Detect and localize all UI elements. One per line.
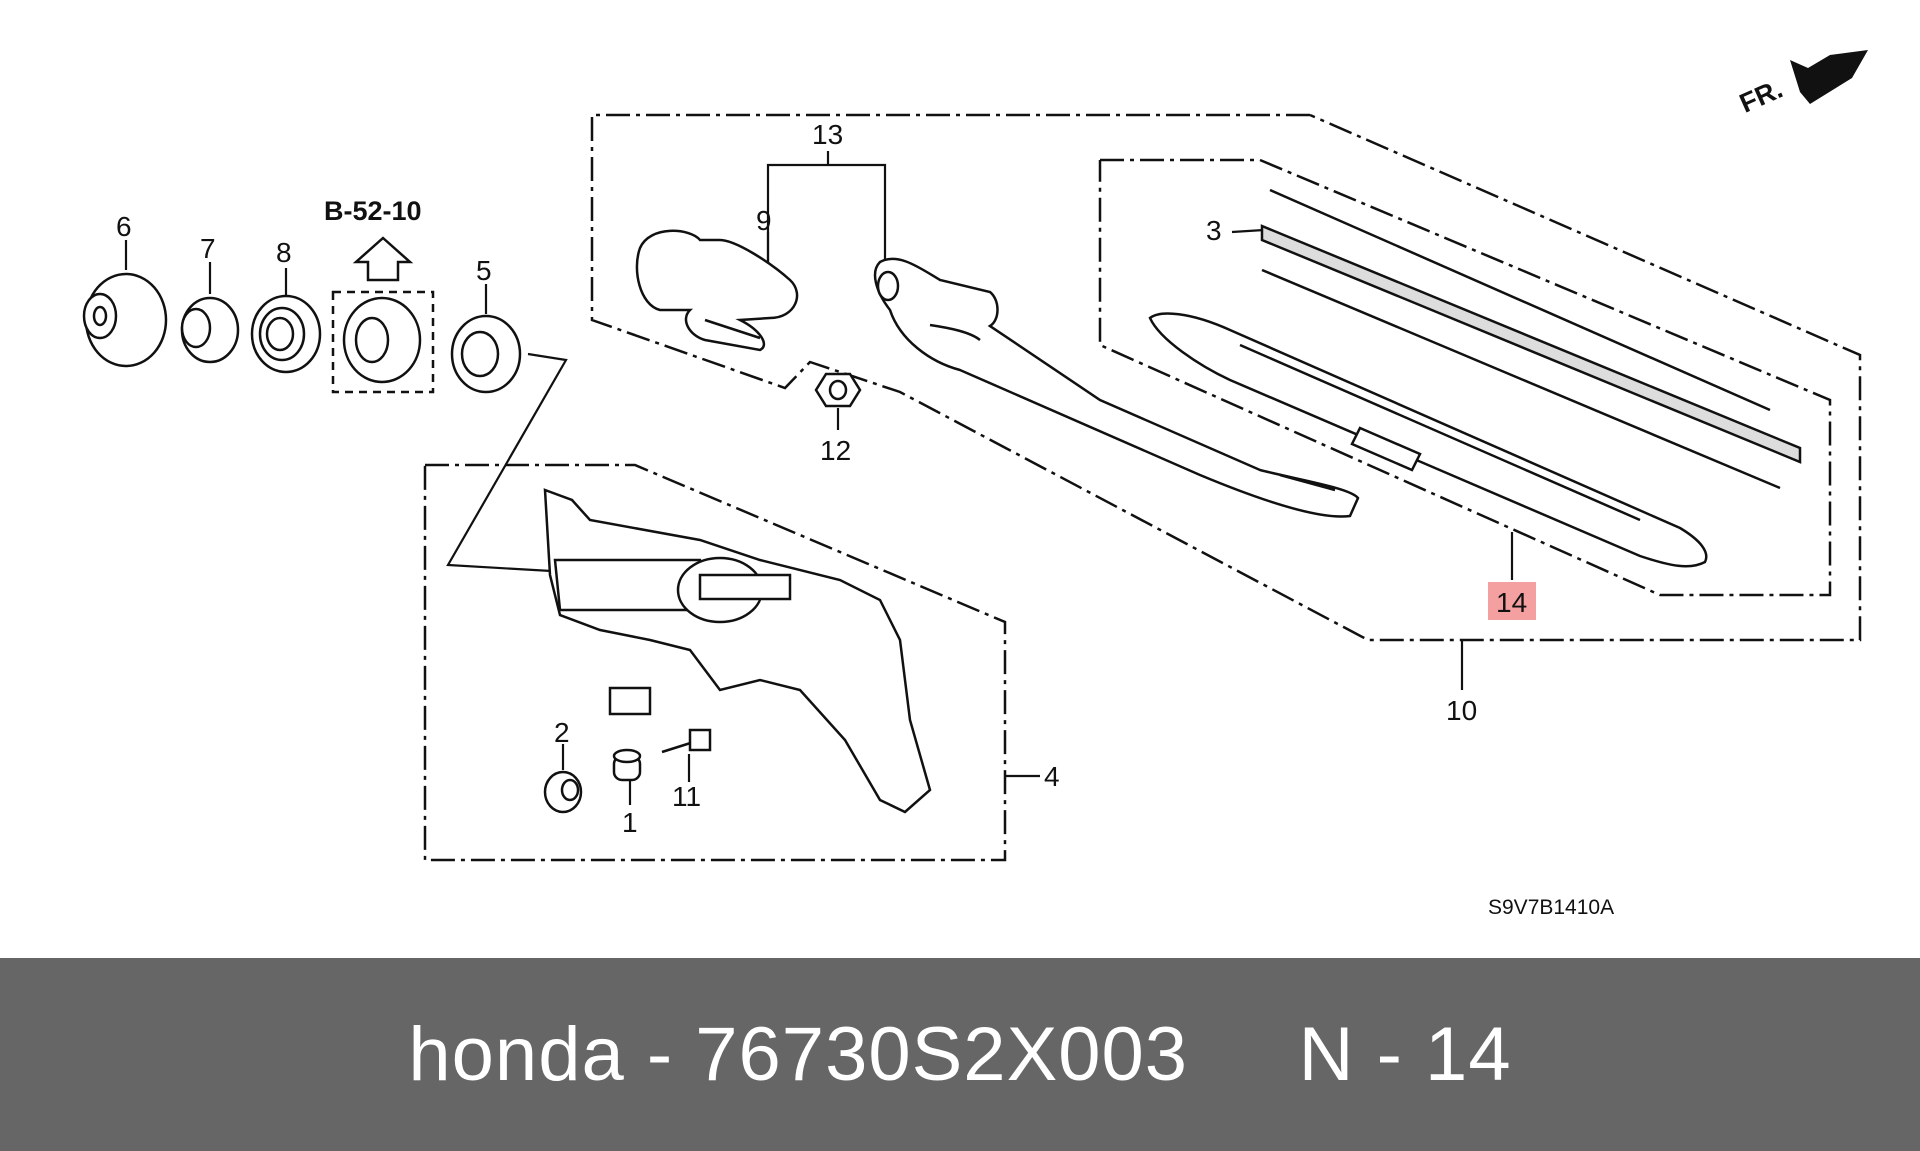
part-3-refill: [1260, 188, 1802, 490]
callout-9: 9: [756, 205, 772, 236]
part-1: [612, 748, 642, 782]
part-11-screw: [661, 728, 712, 754]
direction-label: FR.: [1735, 74, 1787, 119]
callout-10: 10: [1446, 695, 1477, 726]
callout-8: 8: [276, 237, 292, 268]
callouts: 6 7 8 5 13 9 3 12 14 10 4 2 1 11 B-52-10…: [116, 119, 1614, 919]
boundary-10: [1098, 158, 1832, 597]
boundary-ref: [331, 290, 435, 394]
part-13-arm: [873, 257, 1360, 518]
callout-6: 6: [116, 211, 132, 242]
boundary-13: [590, 113, 1862, 642]
part-7: [180, 296, 240, 364]
part-8: [250, 294, 322, 374]
arrow-right-icon: [1790, 50, 1868, 104]
reference-label: B-52-10: [324, 196, 422, 226]
callout-3: 3: [1206, 215, 1222, 246]
assembly-boundaries: [423, 113, 1862, 862]
front-direction-arrow: FR.: [1735, 50, 1868, 119]
callout-14: 14: [1496, 587, 1527, 618]
part-4-motor: [543, 488, 932, 814]
diagram-code: S9V7B1410A: [1488, 896, 1614, 919]
part-5: [450, 314, 522, 394]
part-number-title: honda - 76730S2X003 N - 14: [408, 1012, 1512, 1097]
callout-1: 1: [622, 807, 638, 838]
callout-12: 12: [820, 435, 851, 466]
up-arrow-icon: [352, 236, 414, 282]
callout-7: 7: [200, 233, 216, 264]
part-12-nut: [814, 372, 862, 408]
parts-diagram: FR. 6 7 8 5 13 9 3 12 14 10 4 2 1 11 B-5…: [82, 50, 1868, 919]
part-6: [82, 272, 168, 368]
part-14-blade: [1148, 312, 1708, 568]
part-2: [543, 770, 583, 814]
highlight-box-14: [1488, 582, 1536, 620]
leader-3: [1231, 228, 1265, 234]
leader-9-13: [766, 163, 887, 278]
callout-4: 4: [1044, 761, 1060, 792]
callout-5: 5: [476, 255, 492, 286]
callout-11: 11: [672, 781, 701, 812]
footer-banner: honda - 76730S2X003 N - 14: [0, 958, 1920, 1151]
part-ref-grommet: [342, 296, 422, 384]
callout-2: 2: [554, 717, 570, 748]
part-9-cap: [635, 229, 799, 352]
callout-13: 13: [812, 119, 843, 150]
boundary-4: [423, 463, 1007, 862]
